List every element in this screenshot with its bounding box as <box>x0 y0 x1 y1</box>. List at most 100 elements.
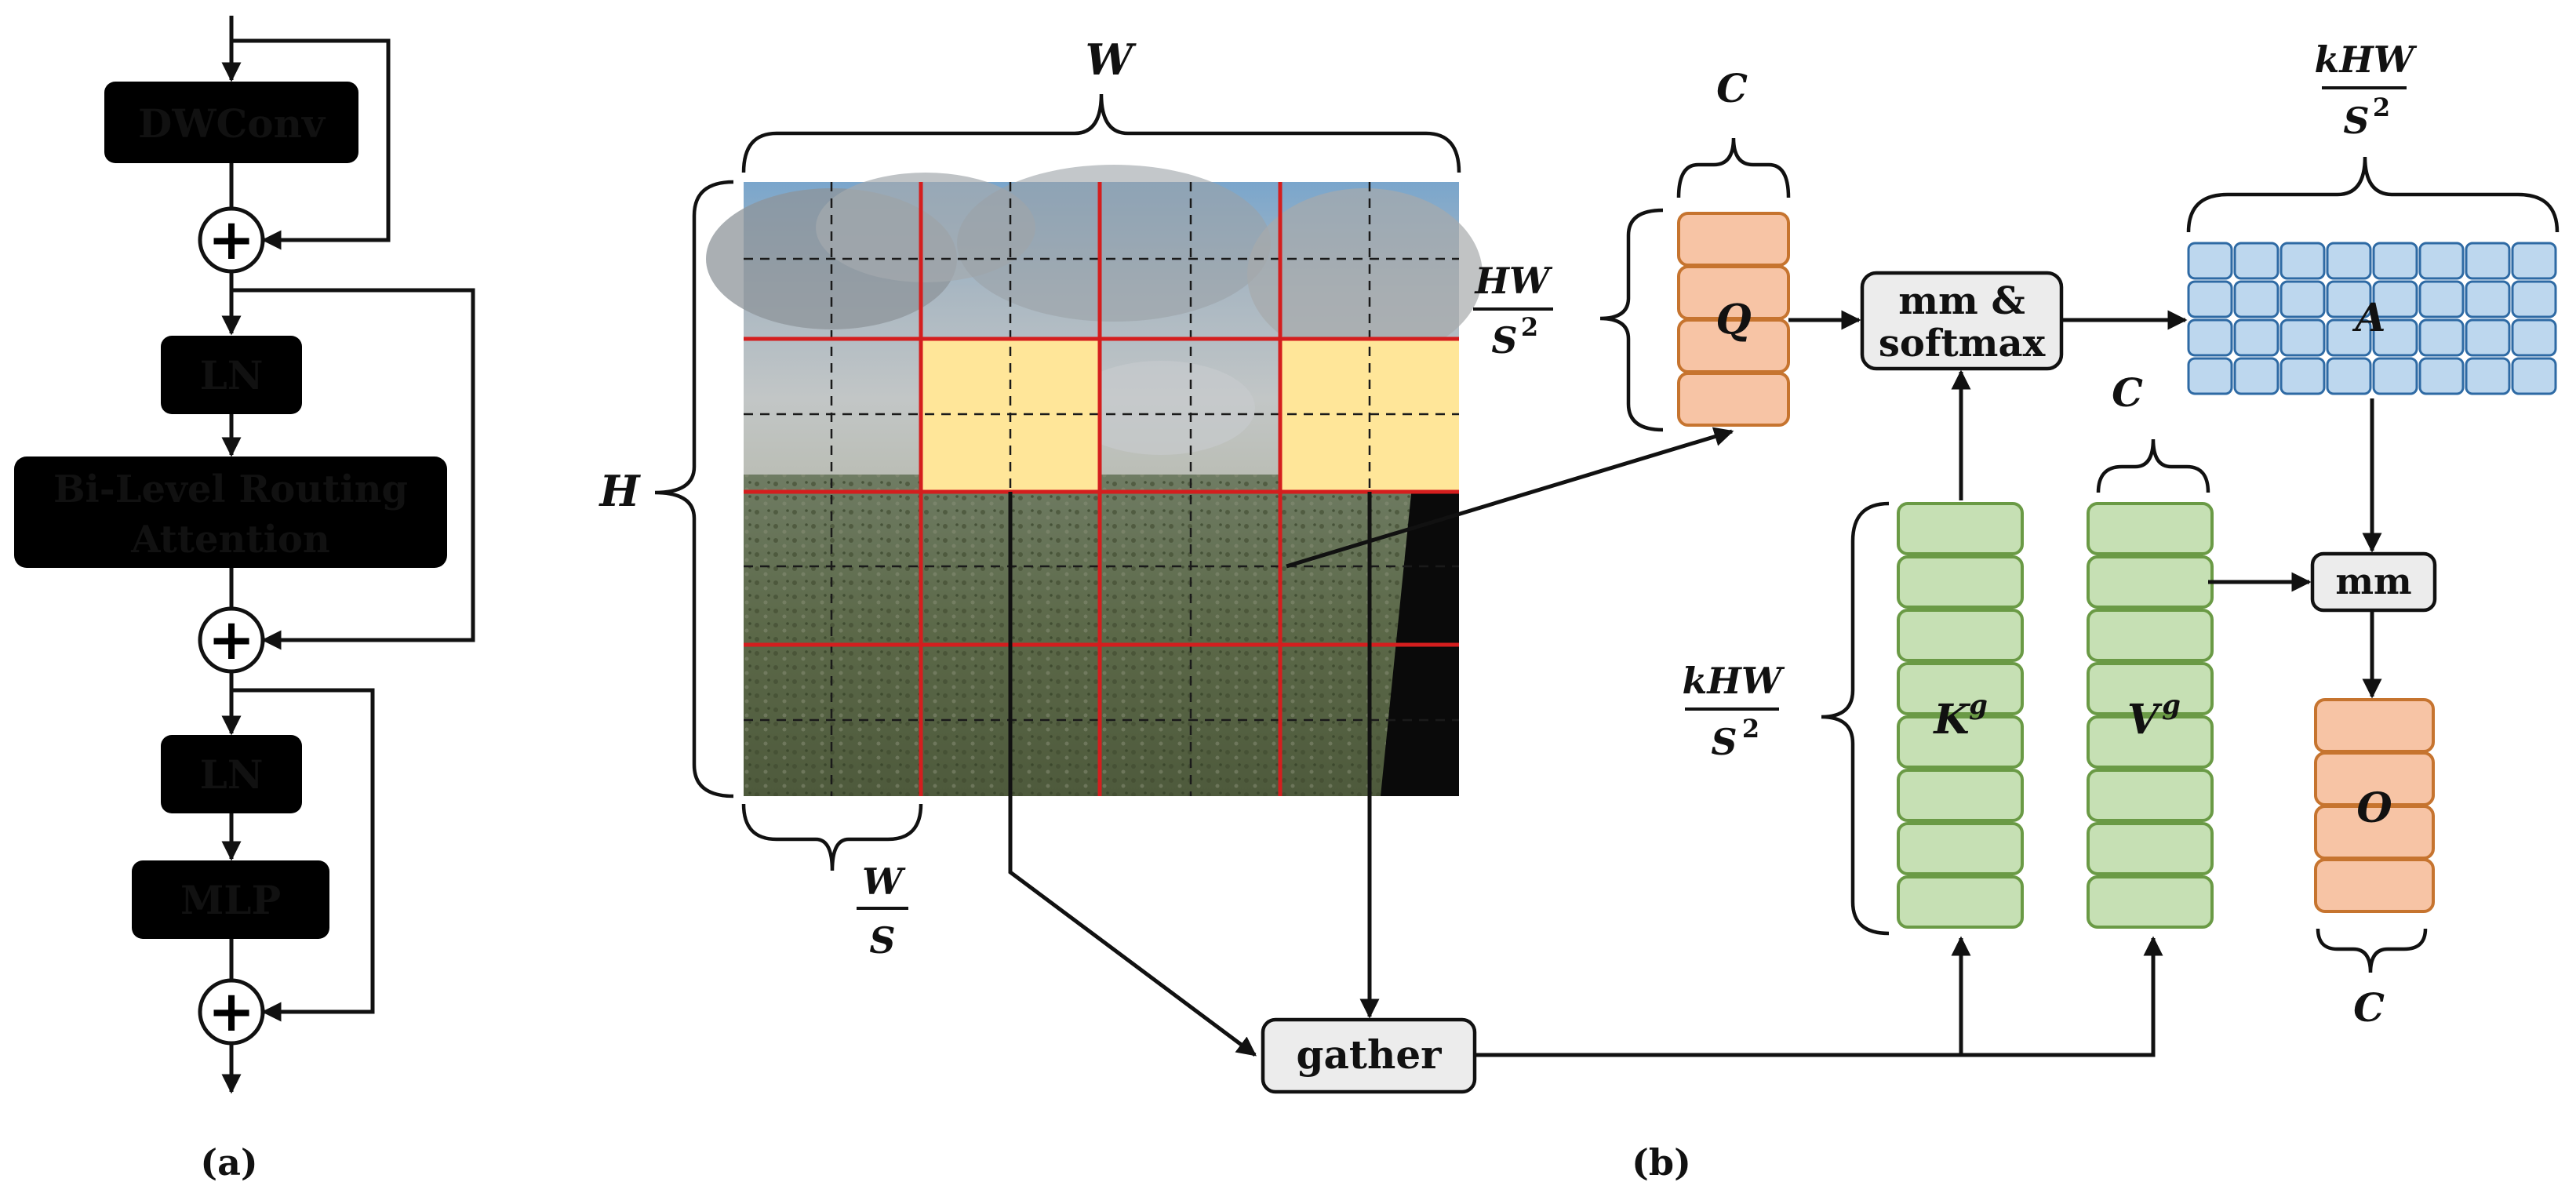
k-label: K g <box>1932 689 1987 744</box>
svg-text:kHW: kHW <box>2315 38 2418 81</box>
value-token <box>2087 875 2214 929</box>
image-width-label: W <box>1086 35 1137 85</box>
svg-text:2: 2 <box>2373 93 2390 122</box>
value-token <box>2087 555 2214 609</box>
residual-add-3 <box>198 978 265 1046</box>
attention-cell <box>2187 242 2233 280</box>
key-token <box>1897 715 2024 769</box>
attention-cell <box>2326 318 2372 357</box>
svg-text:S: S <box>869 919 895 962</box>
value-token <box>2087 822 2214 875</box>
value-stack <box>2087 502 2214 929</box>
v-label: V g <box>2127 689 2181 744</box>
key-stack <box>1897 502 2024 929</box>
attention-matrix <box>2187 242 2557 395</box>
plus-icon: + <box>208 977 255 1044</box>
svg-text:g: g <box>2162 689 2181 721</box>
attention-cell <box>2187 280 2233 318</box>
attention-cell <box>2372 357 2418 395</box>
mlp-label: MLP <box>180 877 281 923</box>
attention-cell <box>2418 357 2465 395</box>
svg-text:S: S <box>1711 721 1737 763</box>
braces <box>654 93 2560 973</box>
attention-cell <box>2279 280 2326 318</box>
svg-text:kHW: kHW <box>1683 660 1785 702</box>
attention-block <box>14 457 447 568</box>
v-channel-label: C <box>2112 369 2143 416</box>
kv-token-count-fraction: kHW S 2 <box>1683 660 1785 763</box>
svg-text:S: S <box>2343 100 2369 142</box>
region-width-fraction: W S <box>857 860 908 962</box>
ln-label-1: LN <box>200 352 264 398</box>
attention-cell <box>2233 357 2279 395</box>
svg-text:2: 2 <box>1742 714 1759 744</box>
dwconv-label: DWConv <box>138 100 326 147</box>
attention-cell <box>2187 357 2233 395</box>
a-label: A <box>2352 294 2386 340</box>
o-channel-label: C <box>2353 984 2385 1031</box>
attention-cell <box>2279 318 2326 357</box>
attention-cell <box>2418 280 2465 318</box>
ln-block-1 <box>161 336 302 414</box>
attention-cell <box>2233 280 2279 318</box>
attention-cell <box>2372 242 2418 280</box>
attention-cell <box>2511 242 2557 280</box>
attention-cell <box>2326 242 2372 280</box>
key-token <box>1897 555 2024 609</box>
key-token <box>1897 609 2024 662</box>
value-token <box>2087 502 2214 555</box>
attention-cell <box>2511 318 2557 357</box>
svg-text:V: V <box>2127 696 2163 744</box>
dwconv-block <box>104 82 358 163</box>
mm-label: mm <box>2335 560 2411 602</box>
attention-cell <box>2418 242 2465 280</box>
svg-text:S: S <box>1491 319 1517 362</box>
panel-a-caption: (a) <box>200 1141 257 1184</box>
attention-cell <box>2187 318 2233 357</box>
key-token <box>1897 662 2024 715</box>
mm-softmax-line1: mm & <box>1898 279 2025 323</box>
svg-text:2: 2 <box>1521 312 1538 342</box>
attention-label-line2: Attention <box>130 518 330 562</box>
panel-b-caption: (b) <box>1632 1141 1691 1184</box>
residual-add-2 <box>198 606 265 674</box>
attention-cell <box>2326 280 2372 318</box>
attention-cell <box>2465 242 2511 280</box>
ln-block-2 <box>161 735 302 813</box>
residual-add-1 <box>198 206 265 274</box>
value-token <box>2087 769 2214 822</box>
attention-cell <box>2465 318 2511 357</box>
q-channel-label: C <box>1716 65 1748 111</box>
key-token <box>1897 502 2024 555</box>
key-token <box>1897 822 2024 875</box>
attention-cell <box>2465 357 2511 395</box>
o-label: O <box>2356 784 2392 832</box>
value-token <box>2087 609 2214 662</box>
attention-cell <box>2372 318 2418 357</box>
q-token-count-fraction: HW S 2 <box>1473 260 1553 362</box>
svg-text:W: W <box>862 860 906 903</box>
mm-softmax-line2: softmax <box>1879 322 2046 366</box>
plus-icon: + <box>208 206 255 272</box>
flow-arrows <box>1008 310 2382 1057</box>
mlp-block <box>132 860 329 939</box>
attention-cell <box>2233 318 2279 357</box>
attention-cell <box>2233 242 2279 280</box>
attention-cell <box>2372 280 2418 318</box>
ln-label-2: LN <box>200 751 264 798</box>
a-size-fraction: kHW S 2 <box>2315 38 2418 142</box>
attention-cell <box>2511 280 2557 318</box>
attention-cell <box>2279 357 2326 395</box>
region-grid <box>744 182 1459 796</box>
attention-cell <box>2465 280 2511 318</box>
attention-label-line1: Bi-Level Routing <box>53 467 408 511</box>
plus-icon: + <box>208 606 255 672</box>
query-stack <box>1677 212 1790 427</box>
q-label: Q <box>1716 296 1751 344</box>
svg-text:g: g <box>1969 689 1988 721</box>
svg-text:K: K <box>1932 696 1970 744</box>
panel-a <box>221 16 475 1094</box>
gather-label: gather <box>1297 1031 1443 1078</box>
image-height-label: H <box>598 466 641 516</box>
